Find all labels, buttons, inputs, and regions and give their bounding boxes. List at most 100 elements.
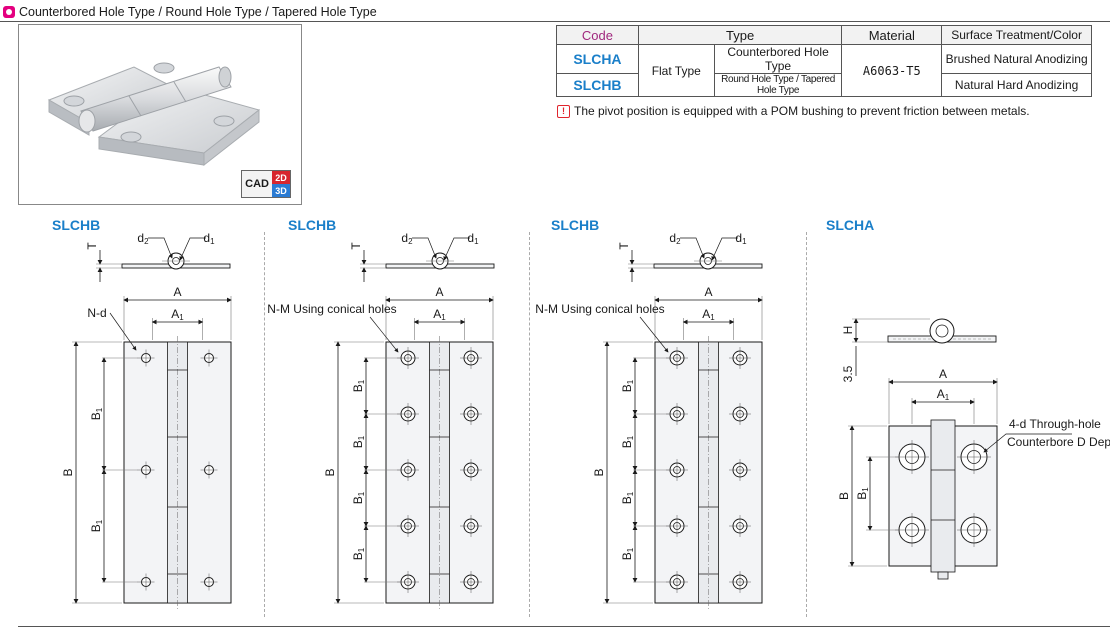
through-hole-label: 4-d Through-hole	[1009, 417, 1101, 431]
mounting-hole	[141, 465, 151, 475]
cad-3d-label: 3D	[272, 184, 290, 197]
inner-hole	[404, 354, 412, 362]
inner-hole	[467, 410, 475, 418]
n-m-label: N-M Using conical holes	[267, 302, 396, 316]
inner-hole	[736, 522, 744, 530]
mounting-hole	[463, 350, 479, 366]
hinge-knuckle	[698, 341, 719, 604]
leader-d1	[443, 237, 470, 261]
inner-hole	[673, 410, 681, 418]
inner-hole	[673, 466, 681, 474]
inner-hole	[673, 354, 681, 362]
inner-hole	[736, 410, 744, 418]
leader-d2	[680, 237, 705, 259]
mounting-hole	[669, 406, 685, 422]
circle-bullet-icon	[3, 6, 15, 18]
inner-hole	[673, 522, 681, 530]
mounting-hole	[400, 462, 416, 478]
dim-b1-label: B1	[351, 379, 366, 392]
header-divider	[0, 21, 1110, 22]
leader-n-m	[369, 316, 399, 353]
mounting-hole	[732, 350, 748, 366]
dim-a1-label: A1	[171, 307, 184, 322]
dim-b-label: B	[592, 468, 606, 476]
dim-a1-label: A1	[433, 307, 446, 322]
panel-title: SLCHB	[52, 217, 101, 233]
inner-hole	[404, 410, 412, 418]
dim-b1-label: B1	[351, 547, 366, 560]
type-sub-cell: Counterbored Hole Type	[713, 44, 843, 74]
type-sub-cell: Round Hole Type / Tapered Hole Type	[713, 73, 843, 97]
leader-through-hole	[983, 433, 1072, 453]
mounting-hole	[463, 518, 479, 534]
counterbored-hole	[960, 443, 988, 471]
inner-hole	[467, 354, 475, 362]
dim-a1-label: A1	[702, 307, 715, 322]
mounting-hole	[204, 577, 214, 587]
mounting-hole	[204, 353, 214, 363]
d2-label: d2	[137, 231, 149, 246]
mounting-hole	[732, 574, 748, 590]
d2-label: d2	[669, 231, 681, 246]
leader-n-d	[109, 312, 137, 351]
dim-t-label: T	[85, 242, 99, 250]
d2-label: d2	[401, 231, 413, 246]
panel-title: SLCHB	[288, 217, 337, 233]
mounting-hole	[669, 350, 685, 366]
dim-a1-label: A1	[937, 387, 950, 402]
dim-t-label: T	[349, 242, 363, 250]
inner-hole	[404, 522, 412, 530]
cad-2d-label: 2D	[272, 171, 290, 184]
leader-d1	[711, 237, 738, 261]
counterbored-hole	[960, 516, 988, 544]
mounting-hole	[463, 574, 479, 590]
dim-b1-label: B1	[620, 435, 635, 448]
d1-label: d1	[203, 231, 215, 246]
knuckle-outer	[929, 318, 955, 344]
knuckle-outer	[167, 252, 185, 270]
panel-separator	[529, 232, 530, 617]
side-plate	[121, 263, 231, 269]
inner-hole	[404, 578, 412, 586]
product-photo: CAD 2D 3D	[18, 24, 302, 205]
knuckle-outer	[699, 252, 717, 270]
inner-hole	[905, 450, 919, 464]
counterbored-hole	[898, 443, 926, 471]
mounting-hole	[732, 462, 748, 478]
hinge-knuckle	[930, 419, 956, 573]
inner-hole	[736, 578, 744, 586]
dim-a-label: A	[173, 285, 181, 299]
header-material: Material	[841, 25, 943, 45]
counterbored-hole	[898, 516, 926, 544]
dim-h-label: H	[841, 326, 855, 335]
dim-b1-label: B1	[620, 491, 635, 504]
spec-table: Code Type Material Surface Treatment/Col…	[556, 25, 1092, 97]
mounting-hole	[669, 462, 685, 478]
dim-b-label: B	[323, 468, 337, 476]
mounting-hole	[400, 406, 416, 422]
dim-t-label: T	[617, 242, 631, 250]
knuckle-outer	[431, 252, 449, 270]
side-plate	[887, 335, 997, 343]
leader-d2	[412, 237, 437, 259]
pin-end	[937, 571, 949, 580]
surface-cell: Brushed Natural Anodizing	[941, 44, 1092, 74]
mounting-hole	[732, 406, 748, 422]
dim-b1-label: B1	[855, 487, 870, 500]
mounting-hole	[400, 350, 416, 366]
mounting-hole	[400, 518, 416, 534]
hinge-plate	[888, 425, 998, 567]
side-plate	[385, 263, 495, 269]
hinge-knuckle	[429, 341, 450, 604]
bottom-divider	[18, 626, 1110, 627]
panel-separator	[806, 232, 807, 617]
dim-b1-label: B1	[351, 491, 366, 504]
mounting-hole	[669, 574, 685, 590]
code-cell: SLCHA	[556, 44, 639, 74]
inner-hole	[467, 466, 475, 474]
inner-hole	[967, 450, 981, 464]
cad-badge[interactable]: CAD 2D 3D	[241, 170, 291, 198]
